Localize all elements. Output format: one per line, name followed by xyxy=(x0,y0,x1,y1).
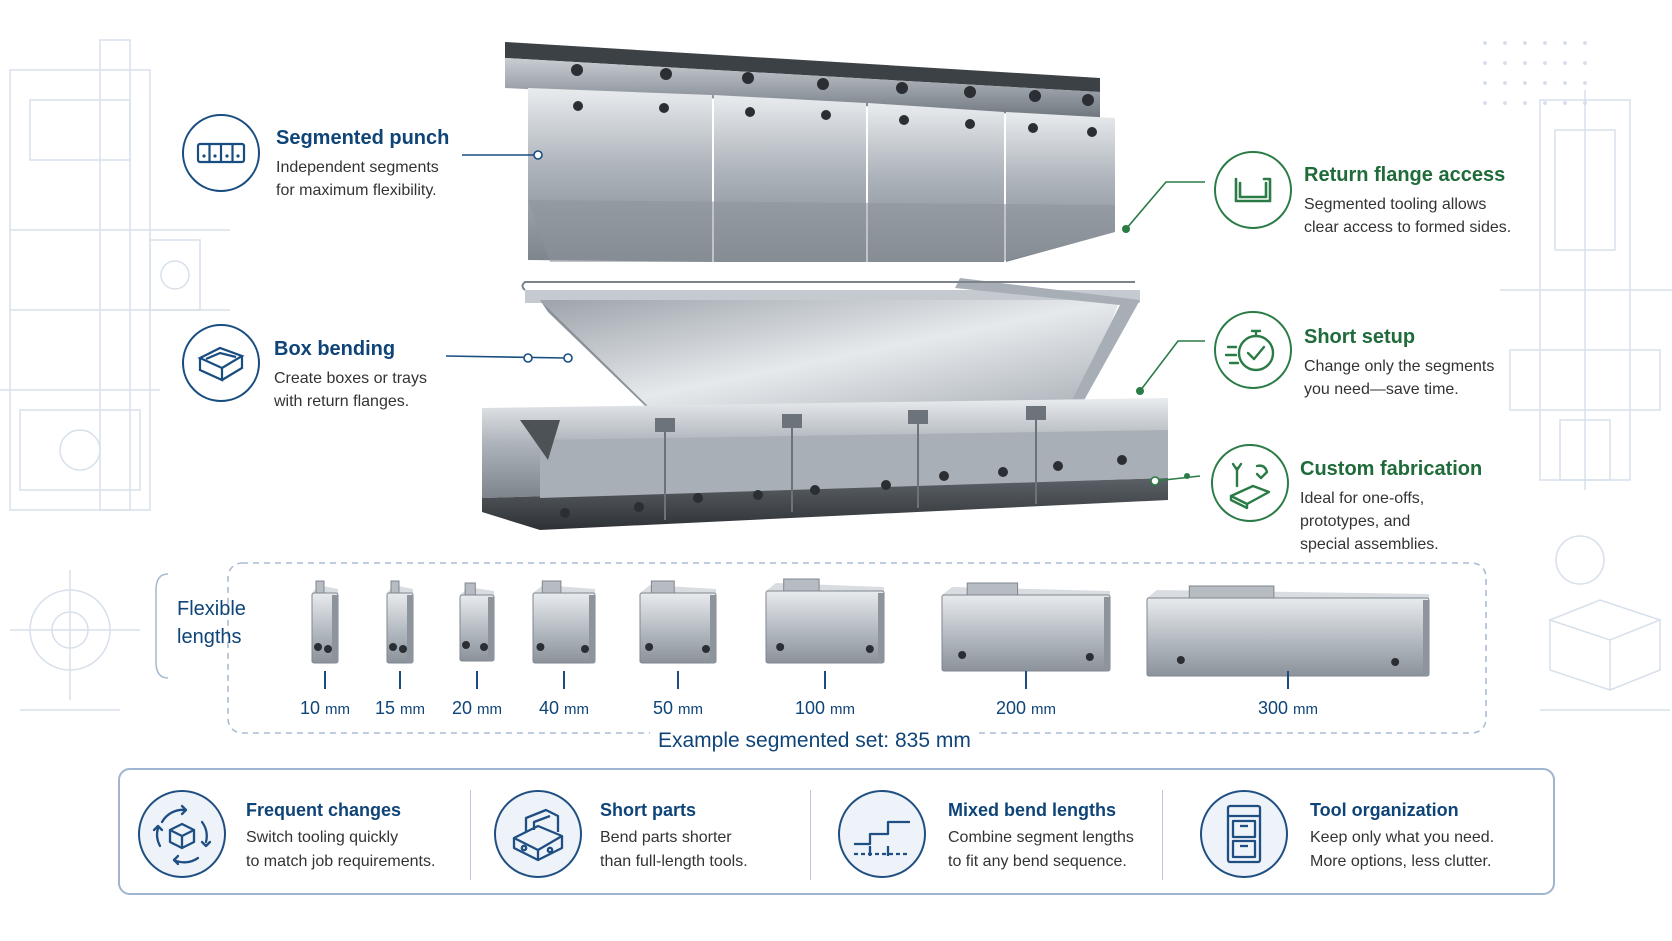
gauge-sketch-left xyxy=(10,570,140,711)
length-tick xyxy=(563,671,565,689)
length-tick xyxy=(824,671,826,689)
segmented-punch-art xyxy=(505,42,1115,262)
stopwatch-icon xyxy=(1214,311,1292,389)
length-value: 50 xyxy=(652,698,679,718)
length-label-10: 10 mm xyxy=(300,698,350,719)
length-tick xyxy=(1025,671,1027,689)
length-unit: mm xyxy=(678,701,704,718)
length-tick xyxy=(324,671,326,689)
cabinet-icon xyxy=(1200,790,1288,878)
length-tick xyxy=(399,671,401,689)
length-label-100: 100 mm xyxy=(795,698,855,719)
segment-40mm xyxy=(532,580,596,664)
length-value: 10 xyxy=(299,698,326,718)
length-unit: mm xyxy=(1293,701,1319,718)
stepped-lengths-icon xyxy=(838,790,926,878)
feature-short-parts-title: Short parts xyxy=(600,800,697,820)
feature-divider xyxy=(1162,790,1163,880)
segmented-punch-title: Segmented punch xyxy=(276,127,450,149)
dot-grid-top-right xyxy=(1483,41,1587,105)
feature-frequent-changes-title: Frequent changes xyxy=(246,800,402,820)
return-flange-title: Return flange access xyxy=(1304,164,1506,186)
segment-20mm xyxy=(459,582,495,662)
length-unit: mm xyxy=(830,701,856,718)
box-bending-title: Box bending xyxy=(274,338,396,360)
box-tray-art xyxy=(521,278,1140,428)
feature-mixed-bend-lengths: Mixed bend lengths Combine segment lengt… xyxy=(810,770,1162,893)
press-brake-sketch-right xyxy=(1500,90,1672,490)
length-label-15: 15 mm xyxy=(375,698,425,719)
length-tick xyxy=(476,671,478,689)
feature-tool-organization: Tool organization Keep only what you nee… xyxy=(1162,770,1553,893)
return-flange-icon xyxy=(1214,151,1292,229)
feature-divider xyxy=(470,790,471,880)
length-value: 20 xyxy=(451,698,478,718)
length-label-300: 300 mm xyxy=(1258,698,1318,719)
length-label-200: 200 mm xyxy=(996,698,1056,719)
length-value: 40 xyxy=(538,698,565,718)
custom-fabrication-callout: Custom fabrication Ideal for one-offs,pr… xyxy=(1300,458,1482,556)
length-label-40: 40 mm xyxy=(539,698,589,719)
press-brake-sketch-left xyxy=(0,39,230,511)
length-value: 200 xyxy=(995,698,1032,718)
length-unit: mm xyxy=(1031,701,1057,718)
feature-divider xyxy=(810,790,811,880)
length-value: 300 xyxy=(1257,698,1294,718)
short-part-icon xyxy=(494,790,582,878)
feature-mixed-bend-lengths-title: Mixed bend lengths xyxy=(948,800,1117,820)
segmented-die-art xyxy=(482,398,1168,530)
wrench-part-icon xyxy=(1211,444,1289,522)
segment-15mm xyxy=(386,580,414,664)
segment-10mm xyxy=(311,580,339,664)
return-flange-callout: Return flange access Segmented tooling a… xyxy=(1304,164,1511,239)
length-unit: mm xyxy=(325,701,351,718)
example-set-caption: Example segmented set: 835 mm xyxy=(650,729,979,753)
segment-100mm xyxy=(765,578,885,664)
length-unit: mm xyxy=(400,701,426,718)
length-value: 100 xyxy=(794,698,831,718)
segment-200mm xyxy=(941,582,1111,672)
cycle-box-icon xyxy=(138,790,226,878)
segment-50mm xyxy=(639,580,717,664)
length-value: 15 xyxy=(374,698,401,718)
custom-fabrication-title: Custom fabrication xyxy=(1300,458,1483,480)
length-tick xyxy=(1287,671,1289,689)
feature-tool-organization-desc: Keep only what you need.More options, le… xyxy=(1310,829,1495,870)
length-label-50: 50 mm xyxy=(653,698,703,719)
length-tick xyxy=(677,671,679,689)
length-label-20: 20 mm xyxy=(452,698,502,719)
feature-tool-organization-title: Tool organization xyxy=(1310,800,1459,820)
length-unit: mm xyxy=(477,701,503,718)
segmented-punch-icon xyxy=(182,114,260,192)
segment-300mm xyxy=(1146,585,1430,677)
box-bending-icon xyxy=(182,324,260,402)
box-drawing-sketch-right xyxy=(1540,535,1670,711)
length-unit: mm xyxy=(564,701,590,718)
short-setup-title: Short setup xyxy=(1304,326,1416,348)
